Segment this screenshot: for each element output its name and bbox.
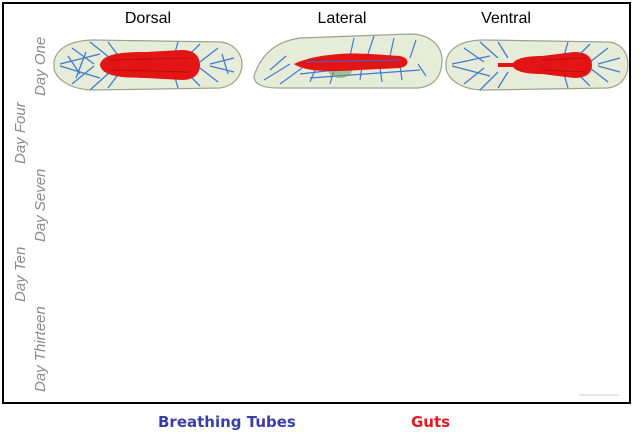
legend-guts: Guts — [411, 413, 451, 431]
column-title-lateral: Lateral — [317, 10, 367, 27]
row-label-day-seven: Day Seven — [32, 168, 49, 242]
figure-frame: Dorsal Lateral Ventral Day One Day Four … — [2, 2, 631, 404]
column-title-ventral: Ventral — [481, 10, 531, 27]
row-label-day-ten: Day Ten — [12, 246, 29, 302]
row-label-day-thirteen: Day Thirteen — [32, 306, 49, 392]
row-label-day-one: Day One — [32, 36, 49, 96]
dorsal-specimen-image — [53, 39, 243, 91]
ventral-specimen-image — [445, 39, 629, 91]
row-label-day-four: Day Four — [12, 102, 29, 164]
column-title-dorsal: Dorsal — [124, 10, 172, 27]
lateral-specimen-image — [253, 33, 443, 89]
scale-bar — [579, 394, 619, 396]
legend-breathing-tubes: Breathing Tubes — [158, 413, 296, 431]
